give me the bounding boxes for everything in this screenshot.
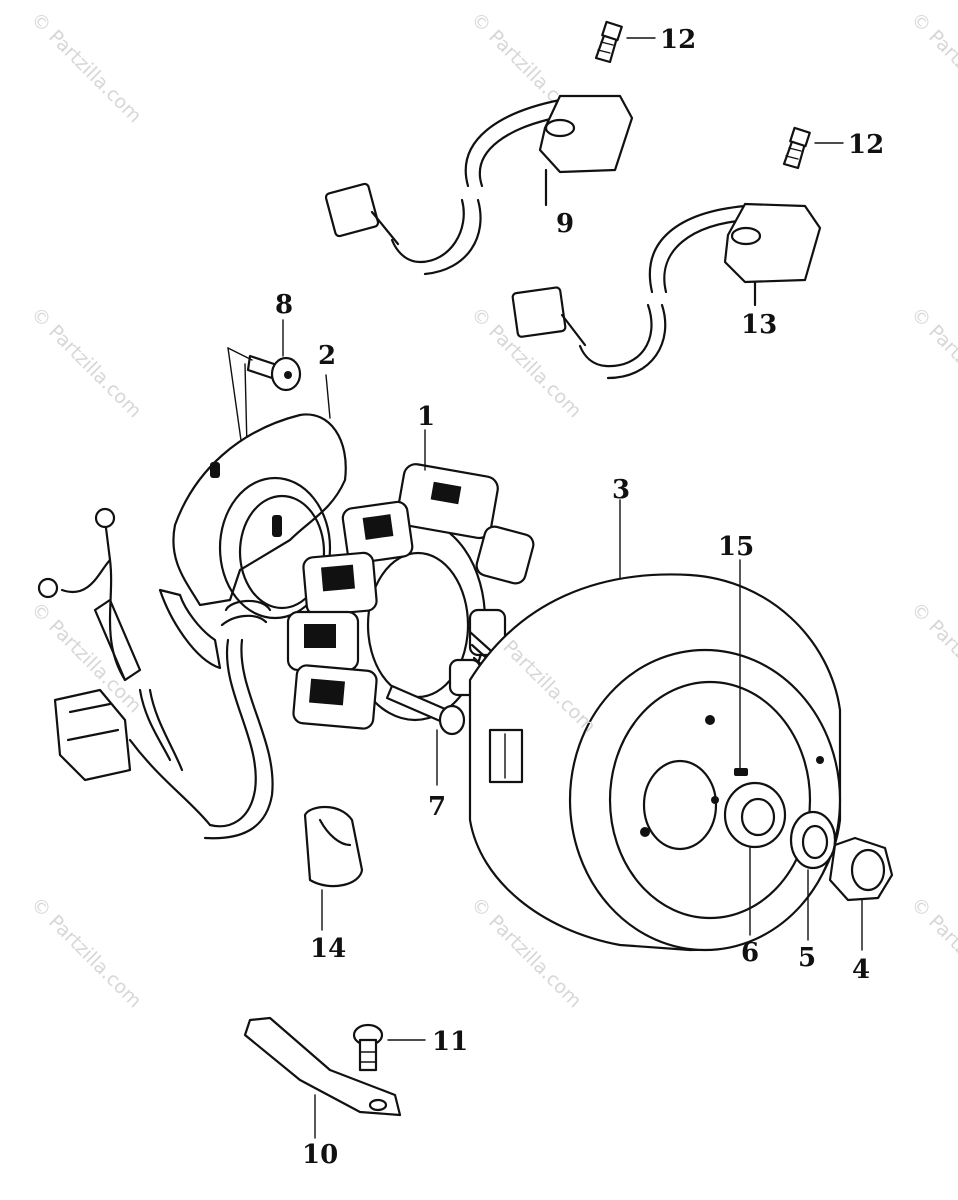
watermark: © Partzilla.com: [26, 303, 145, 422]
stator-coils: [286, 429, 535, 730]
callout-7: 7: [428, 792, 446, 822]
callout-12-upper: 12: [660, 25, 696, 55]
callout-12-lower: 12: [848, 130, 884, 160]
flywheel-rotor: [468, 499, 842, 952]
watermark: © Partzilla.com: [906, 8, 958, 127]
callout-3: 3: [612, 475, 630, 505]
callout-15: 15: [718, 532, 754, 562]
callout-8: 8: [275, 290, 293, 320]
bolt-12-lower: [782, 126, 844, 170]
callout-labels: 1 2 3 4 5 6 7 8 9 10 11 12 12 13 14 15: [275, 25, 884, 1170]
washer-6: [723, 781, 787, 936]
callout-9: 9: [556, 209, 574, 239]
watermark: © Partzilla.com: [906, 303, 958, 422]
bolt-11: [352, 1023, 426, 1072]
callout-14: 14: [310, 934, 346, 964]
callout-11: 11: [432, 1027, 468, 1057]
watermark: © Partzilla.com: [26, 893, 145, 1012]
callout-1: 1: [417, 402, 435, 432]
watermark: © Partzilla.com: [26, 8, 145, 127]
wire-harness: [37, 507, 274, 840]
callout-13: 13: [741, 310, 777, 340]
stator-plate: [158, 374, 347, 670]
callout-4: 4: [852, 955, 870, 985]
bracket-10: [243, 1016, 402, 1139]
watermark: © Partzilla.com: [906, 598, 958, 717]
pulser-coil-upper: [324, 94, 634, 276]
pulser-coil-lower: [511, 202, 822, 380]
grommet-14: [303, 805, 364, 931]
callout-2: 2: [318, 341, 336, 371]
callout-5: 5: [798, 943, 816, 973]
bolt-7: [385, 684, 466, 786]
washer-5: [789, 810, 837, 941]
callout-10: 10: [302, 1140, 338, 1170]
bolt-12-upper: [594, 20, 656, 64]
callout-6: 6: [741, 938, 759, 968]
nut-4: [828, 836, 894, 951]
watermark: © Partzilla.com: [906, 893, 958, 1012]
